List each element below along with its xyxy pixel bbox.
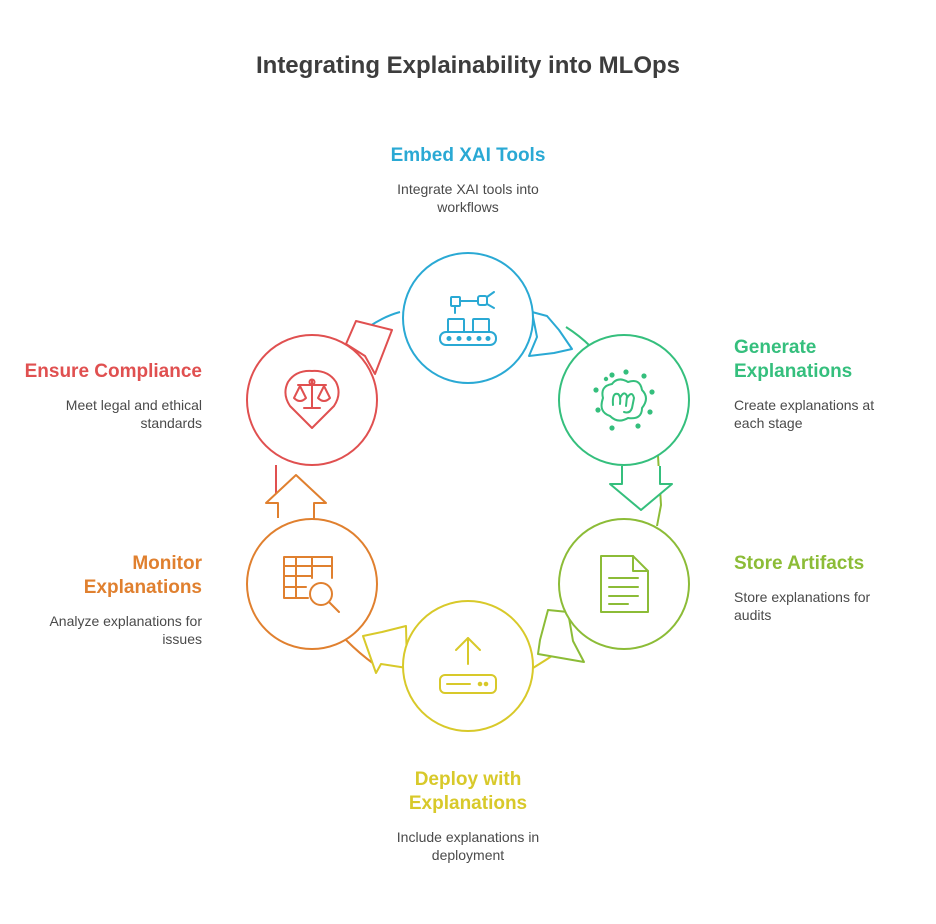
upload-device-icon (439, 637, 497, 694)
scales-shield-icon (284, 369, 340, 429)
step-desc-store: Store explanations for audits (734, 589, 871, 623)
step-desc-embed: Integrate XAI tools into workflows (397, 181, 539, 215)
circle-generate (558, 334, 690, 466)
circle-monitor (246, 518, 378, 650)
conveyor-robot-icon (439, 291, 497, 346)
diagram-title: Integrating Explainability into MLOps (255, 52, 681, 79)
step-desc-generate: Create explanations at each stage (734, 397, 875, 431)
connector-compliance-embed (345, 311, 401, 375)
step-title-deploy: Deploy with Explanations (408, 769, 528, 814)
document-icon (600, 555, 649, 613)
circle-embed (402, 252, 534, 384)
step-desc-deploy: Include explanations in deployment (396, 829, 540, 863)
step-title-store: Store Artifacts (734, 553, 865, 574)
connector-monitor-compliance (265, 465, 327, 520)
connector-embed-generate (528, 311, 591, 357)
step-title-monitor: Monitor Explanations (83, 553, 202, 598)
explanation-spark-icon (593, 369, 655, 431)
step-desc-monitor: Analyze explanations for issues (49, 613, 202, 647)
step-desc-compliance: Meet legal and ethical standards (65, 397, 202, 431)
step-title-generate: Generate Explanations (734, 337, 853, 382)
table-magnifier-icon (283, 556, 340, 613)
circle-deploy (402, 600, 534, 732)
step-title-compliance: Ensure Compliance (24, 361, 202, 382)
step-title-embed: Embed XAI Tools (390, 145, 546, 166)
connector-generate-store (609, 455, 673, 527)
circle-store (558, 518, 690, 650)
